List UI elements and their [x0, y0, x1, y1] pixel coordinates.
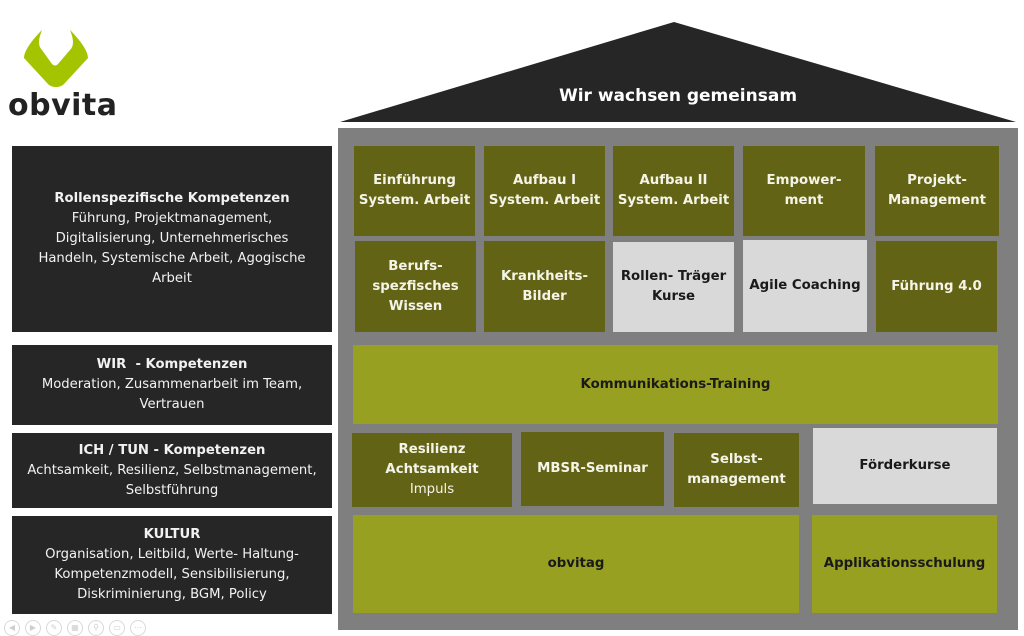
box-text: Achtsamkeit, Resilienz, Selbstmanagement… [27, 462, 317, 498]
next-icon[interactable]: ▶ [25, 620, 41, 636]
tile-agile-coaching: Agile Coaching [743, 240, 867, 332]
house-roof [340, 22, 1016, 122]
tile-berufsspezifisch: Berufs- spezfisches Wissen [355, 241, 476, 332]
tile-empowerment: Empower- ment [743, 146, 865, 236]
tile-resilienz-title: Resilienz Achtsamkeit [385, 442, 479, 477]
roof-title: Wir wachsen gemeinsam [558, 86, 798, 106]
slides-icon[interactable]: ▦ [67, 620, 83, 636]
obvita-logo-icon [24, 30, 88, 87]
tile-projektmanagement: Projekt- Management [875, 146, 999, 236]
pen-icon[interactable]: ✎ [46, 620, 62, 636]
more-icon[interactable]: ⋯ [130, 620, 146, 636]
tile-krankheitsbilder: Krankheits- Bilder [484, 241, 605, 332]
box-title: WIR - Kompetenzen [96, 357, 248, 372]
tile-resilienz-sub: Impuls [409, 482, 455, 497]
tile-selbstmanagement: Selbst- management [674, 433, 799, 507]
subtitle-icon[interactable]: ▭ [109, 620, 125, 636]
zoom-icon[interactable]: ⚲ [88, 620, 104, 636]
prev-icon[interactable]: ◀ [4, 620, 20, 636]
box-text: Organisation, Leitbild, Werte- Haltung- … [45, 547, 299, 602]
box-wir: WIR - Kompetenzen Moderation, Zusammenar… [12, 345, 332, 425]
box-title: Rollenspezifische Kompetenzen [54, 191, 290, 206]
box-rollenspezifisch: Rollenspezifische Kompetenzen Führung, P… [12, 146, 332, 332]
logo-text: obvita [8, 88, 118, 123]
tile-aufbau-1: Aufbau I System. Arbeit [484, 146, 605, 236]
box-ich-tun: ICH / TUN - Kompetenzen Achtsamkeit, Res… [12, 433, 332, 508]
tile-kommunikation: Kommunikations-Training [353, 345, 998, 424]
tile-mbsr: MBSR-Seminar [521, 432, 664, 506]
tile-rollentraeger: Rollen- Träger Kurse [613, 242, 734, 332]
box-title: KULTUR [143, 527, 201, 542]
house-body: Einführung System. Arbeit Aufbau I Syste… [338, 128, 1018, 630]
box-kultur: KULTUR Organisation, Leitbild, Werte- Ha… [12, 516, 332, 614]
tile-applikationsschulung: Applikationsschulung [812, 515, 997, 613]
box-title: ICH / TUN - Kompetenzen [78, 442, 266, 458]
tile-aufbau-2: Aufbau II System. Arbeit [613, 146, 734, 236]
tile-fuehrung-40: Führung 4.0 [876, 241, 997, 332]
tile-einfuehrung: Einführung System. Arbeit [354, 146, 475, 236]
tile-obvitag: obvitag [353, 515, 799, 613]
tile-foerderkurse: Förderkurse [813, 428, 997, 504]
presentation-toolbar: ◀ ▶ ✎ ▦ ⚲ ▭ ⋯ [4, 620, 146, 636]
box-text: Führung, Projektmanagement, Digitalisier… [38, 211, 306, 286]
box-text: Moderation, Zusammenarbeit im Team, Vert… [41, 377, 303, 412]
tile-resilienz: Resilienz Achtsamkeit Impuls [352, 433, 512, 507]
